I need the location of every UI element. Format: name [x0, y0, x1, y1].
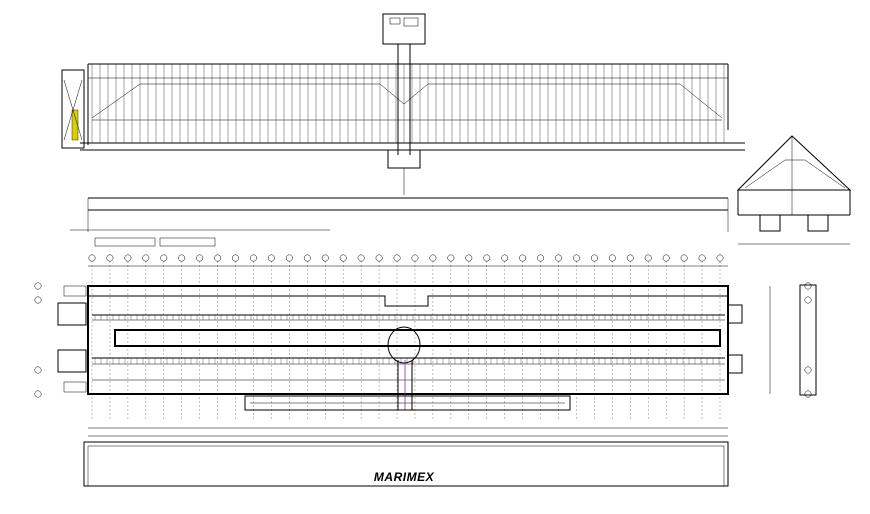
tower-window	[389, 17, 401, 25]
grid-bubble	[285, 254, 293, 262]
grid-bubble	[411, 254, 419, 262]
section-hopper	[744, 159, 846, 189]
elevator-leg	[71, 109, 79, 141]
grid-bubble	[124, 254, 132, 262]
tower-window	[403, 17, 419, 27]
grid-bubble	[321, 254, 329, 262]
grid-bubble	[106, 254, 114, 262]
grid-bubble	[519, 254, 527, 262]
grid-bubble	[357, 254, 365, 262]
title-block-inner	[87, 445, 725, 487]
grid-axis-bubbles	[34, 254, 812, 420]
grid-bubble	[142, 254, 150, 262]
elevator-tower	[61, 69, 85, 149]
tower-base	[387, 149, 421, 169]
intake-unit	[57, 302, 87, 326]
label-box	[63, 381, 87, 393]
grid-bubble	[483, 254, 491, 262]
elevator-brace	[63, 79, 83, 141]
grid-bubble	[160, 254, 168, 262]
central-pit	[387, 326, 421, 364]
grid-bubble	[537, 254, 545, 262]
lower-platform	[244, 395, 571, 411]
grid-bubble	[501, 254, 509, 262]
wall-studs	[91, 64, 725, 143]
grid-bubble	[698, 254, 706, 262]
grid-bubble	[804, 390, 812, 398]
grid-bubble	[88, 254, 96, 262]
grid-bubble	[34, 296, 42, 304]
grid-bubble	[590, 254, 598, 262]
side-section	[799, 284, 817, 396]
grid-bubble	[804, 366, 812, 374]
section-roof	[736, 135, 852, 191]
grid-bubble	[34, 390, 42, 398]
grid-bubble	[644, 254, 652, 262]
grid-bubble	[716, 254, 724, 262]
drawing-title: MARIMEX	[374, 470, 435, 484]
label-box	[63, 285, 87, 297]
grid-bubble	[804, 296, 812, 304]
side-elevation	[61, 13, 745, 247]
intake-unit	[57, 349, 87, 373]
grid-bubble	[250, 254, 257, 262]
grid-bubble	[626, 254, 634, 262]
building-outline	[87, 285, 729, 395]
grid-bubble	[178, 254, 186, 262]
title-block: MARIMEX	[83, 441, 729, 487]
grid-bubble	[34, 366, 42, 374]
grid-bubble	[232, 254, 239, 262]
grid-bubble	[447, 254, 455, 262]
grid-bubble	[339, 254, 347, 262]
cross-section	[736, 135, 852, 245]
section-tunnel	[759, 214, 781, 232]
grid-bubble	[393, 254, 401, 262]
grid-bubble	[34, 282, 42, 290]
grid-bubble	[804, 282, 812, 290]
conveyor-detail	[94, 237, 156, 247]
grid-bubble	[214, 254, 222, 262]
interior-wall	[88, 295, 728, 307]
plan-grid-ticks	[94, 315, 720, 364]
outlet-unit	[727, 354, 743, 374]
grid-bubble	[375, 254, 383, 262]
grid-bubble	[555, 254, 562, 262]
hopper-outline	[91, 83, 723, 119]
grid-bubble	[267, 254, 275, 262]
grid-bubble	[680, 254, 688, 262]
outlet-unit	[727, 304, 743, 324]
grid-bubble	[662, 254, 670, 262]
grid-bubble	[608, 254, 616, 262]
grid-bubble	[573, 254, 580, 262]
grid-bubble	[429, 254, 437, 262]
plan-view	[34, 254, 817, 437]
conveyor-detail	[159, 237, 216, 247]
main-conveyor	[114, 329, 721, 347]
grid-bubble	[465, 254, 473, 262]
section-tunnel	[807, 214, 829, 232]
grid-bubble	[196, 254, 204, 262]
tower-head	[382, 13, 426, 45]
grid-bubble	[303, 254, 311, 262]
